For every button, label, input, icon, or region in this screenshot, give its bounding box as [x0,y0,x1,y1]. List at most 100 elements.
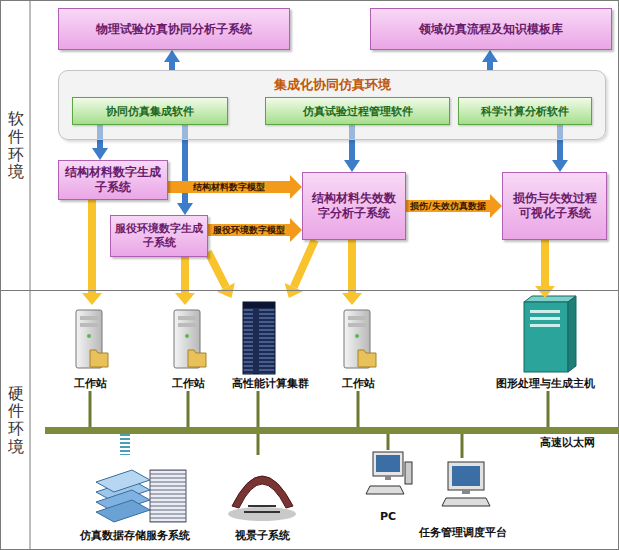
edge-label: 结构材料数字模型 [192,182,266,193]
device-node: 工作站 [328,305,388,391]
network-link [387,434,390,450]
flow-arrow [406,200,490,212]
subsystem-box: 结构材料失效数字分析子系统 [302,172,406,240]
edge-label-holder: 结构材料数字模型 [192,182,266,193]
network-link [89,391,92,427]
node-label: 视景子系统 [235,529,290,543]
graphics-host-symbol [524,296,576,372]
storage-system-symbol [96,470,186,522]
device-node: 工作站 [158,305,218,391]
flow-arrow [294,240,315,287]
edge-label-holder: 损伤/失效仿真数据 [409,201,486,212]
panel-title: 集成化协同仿真环境 [274,76,391,94]
workstation-symbol [344,310,376,368]
network-link [257,391,260,427]
illustration-part [96,500,150,522]
edge-label: 服役环境数字模型 [212,225,286,236]
illustration-part [366,486,404,494]
node-label: 高速以太网 [540,436,595,450]
node-label: 服役环境数字生成子系统 [115,222,203,250]
software-box: 科学计算分析软件 [458,97,592,125]
band-title: 硬件环境 [8,385,24,455]
subsystem-box: 领域仿真流程及知识模板库 [370,8,612,50]
illustration-part [442,498,490,506]
flow-arrow [208,252,226,288]
device-node: 仿真数据存储服务系统 [70,455,200,543]
flow-arrow [168,181,290,193]
illustration-part [524,296,576,302]
network-link [187,391,190,427]
environment-panel: 集成化协同仿真环境协同仿真集成软件 仿真试验过程管理软件 科学计算分析软件 [58,70,606,140]
visual-system-symbol [228,476,296,521]
illustration-part [376,455,400,472]
device-node: 视景子系统 [215,455,310,543]
illustration-part [244,511,280,513]
network-link [547,391,550,427]
edge-label-holder: 服役环境数字模型 [212,225,286,236]
edge-label: 损伤/失效仿真数据 [409,201,486,212]
flow-arrow [348,240,356,293]
illustration-part [452,466,480,486]
illustration-part [228,507,296,521]
node-label: 领域仿真流程及知识模板库 [419,22,563,37]
environment-band: 硬件环境工作站工作站高性能计算集群工作站图形处理与生成主机高速以太网仿真数据存储… [0,290,619,550]
illustration-part [530,317,560,320]
flow-arrow [88,200,96,293]
subsystem-box: 服役环境数字生成子系统 [110,215,208,257]
workstation-symbol [174,310,206,368]
flow-arrow [181,257,189,293]
node-label: 损伤与失效过程可视化子系统 [507,191,602,221]
band-title: 软件环境 [8,110,24,180]
environment-band: 软件环境 物理试验仿真协同分析子系统 领域仿真流程及知识模板库集成化协同仿真环境协同… [0,0,619,291]
flow-arrow [169,62,175,70]
network-link [461,434,464,458]
illustration-part [524,302,568,372]
illustration-part [385,476,391,480]
node-label: 任务管理调度平台 [419,526,507,540]
illustration-part [243,302,275,308]
flow-arrow [487,62,493,70]
cluster-rack-symbol [243,302,275,374]
illustration-part [568,296,576,372]
node-label: 工作站 [74,377,107,391]
illustration-part [530,324,560,327]
device-node: 高性能计算集群 [222,298,318,391]
ethernet-bus: 高速以太网 [45,427,619,434]
network-link [357,391,360,427]
terminal-symbol [442,462,490,506]
illustration-part [405,462,412,484]
node-label: 结构材料失效数字分析子系统 [307,191,401,221]
band-divider [30,0,31,550]
node-label: 结构材料数字生成子系统 [63,165,163,195]
pc-symbol [366,452,412,494]
node-label: 仿真数据存储服务系统 [80,529,190,543]
device-node: 任务管理调度平台 [408,458,518,540]
illustration-part [530,310,560,313]
illustration-part [248,505,276,507]
illustration-part [232,476,293,508]
illustration-part [150,470,186,522]
illustration-part [243,302,275,374]
software-box: 仿真试验过程管理软件 [265,97,450,125]
node-label: 协同仿真集成软件 [106,104,194,119]
subsystem-box: 损伤与失效过程可视化子系统 [502,172,607,240]
network-link [257,434,260,455]
software-box: 协同仿真集成软件 [72,97,228,125]
node-label: 仿真试验过程管理软件 [303,104,413,119]
node-label: 高性能计算集群 [232,377,309,391]
illustration-part [448,462,484,490]
flow-arrow [541,240,549,286]
node-label: 物理试验仿真协同分析子系统 [96,22,252,37]
illustration-part [462,490,470,494]
device-node: 工作站 [60,305,120,391]
subsystem-box: 物理试验仿真协同分析子系统 [58,8,290,50]
node-label: 图形处理与生成主机 [496,377,595,391]
device-node: PC [362,450,414,524]
illustration-part [96,470,150,492]
device-node: 图形处理与生成主机 [485,298,605,391]
illustration-part [373,452,403,476]
subsystem-box: 结构材料数字生成子系统 [58,160,168,200]
node-label: 工作站 [342,377,375,391]
network-link [120,434,130,455]
workstation-symbol [76,310,108,368]
